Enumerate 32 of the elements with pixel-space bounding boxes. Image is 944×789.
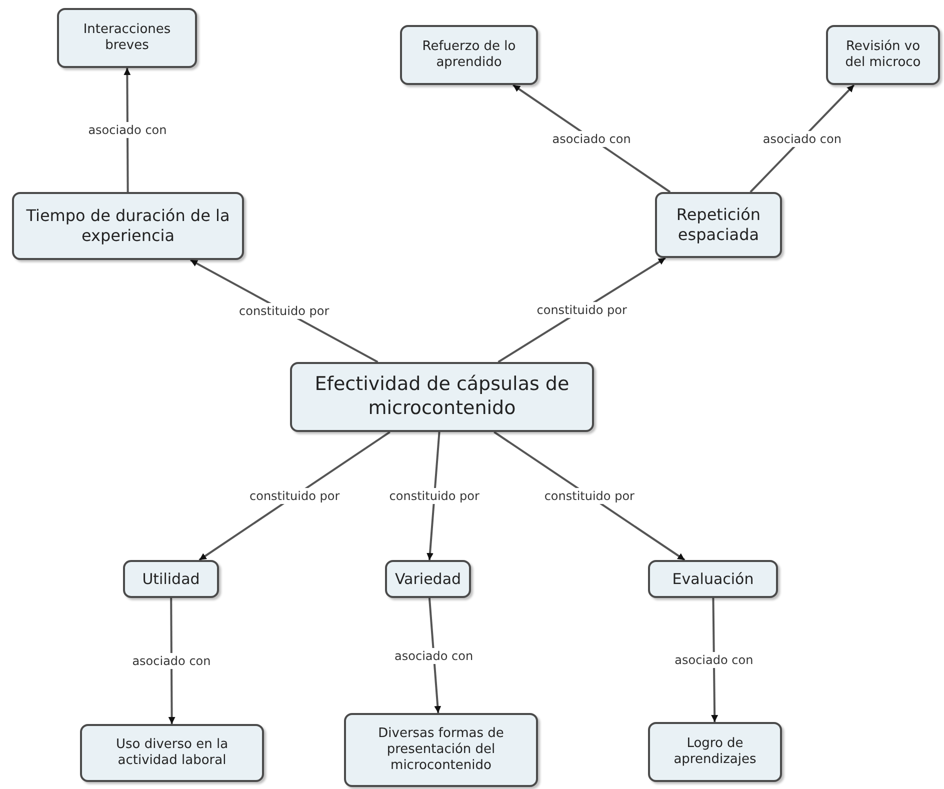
arrow <box>426 432 440 560</box>
arrow <box>494 431 686 561</box>
concept-text: Tiempo de duración de la experiencia <box>25 206 231 246</box>
concept-box <box>400 25 538 85</box>
concept-box <box>123 560 219 598</box>
concept-box <box>290 362 594 432</box>
concept-text: Refuerzo de lo aprendido <box>421 38 517 72</box>
arrow <box>124 68 131 192</box>
concept-box <box>80 724 264 782</box>
concept-text: Variedad <box>394 570 462 588</box>
arrow <box>711 598 718 722</box>
concept-box <box>385 560 471 598</box>
concept-text: Diversas formas de presentación del microcontenido <box>377 726 505 774</box>
arrow <box>168 598 176 724</box>
concept-box <box>57 8 197 68</box>
arrow <box>498 257 666 363</box>
concept-text: Uso diverso en la actividad laboral <box>114 736 230 770</box>
concept-text: Interacciones breves <box>82 22 172 54</box>
concept-box <box>648 722 782 782</box>
concept-box <box>648 560 778 598</box>
arrow <box>198 431 390 561</box>
concept-box <box>344 713 538 787</box>
concept-text: Evaluación <box>672 570 754 588</box>
concept-text: Logro de aprendizajes <box>672 736 758 768</box>
concept-box <box>826 25 940 85</box>
concept-text: Repetición espaciada <box>675 205 762 245</box>
concept-text: Revisión vo del microco <box>844 38 922 72</box>
concept-box <box>655 192 782 258</box>
concept-text: Efectividad de cápsulas de microcontenido <box>314 373 570 421</box>
concept-text: Utilidad <box>142 570 200 588</box>
concept-box <box>12 192 244 260</box>
arrow <box>428 598 442 714</box>
